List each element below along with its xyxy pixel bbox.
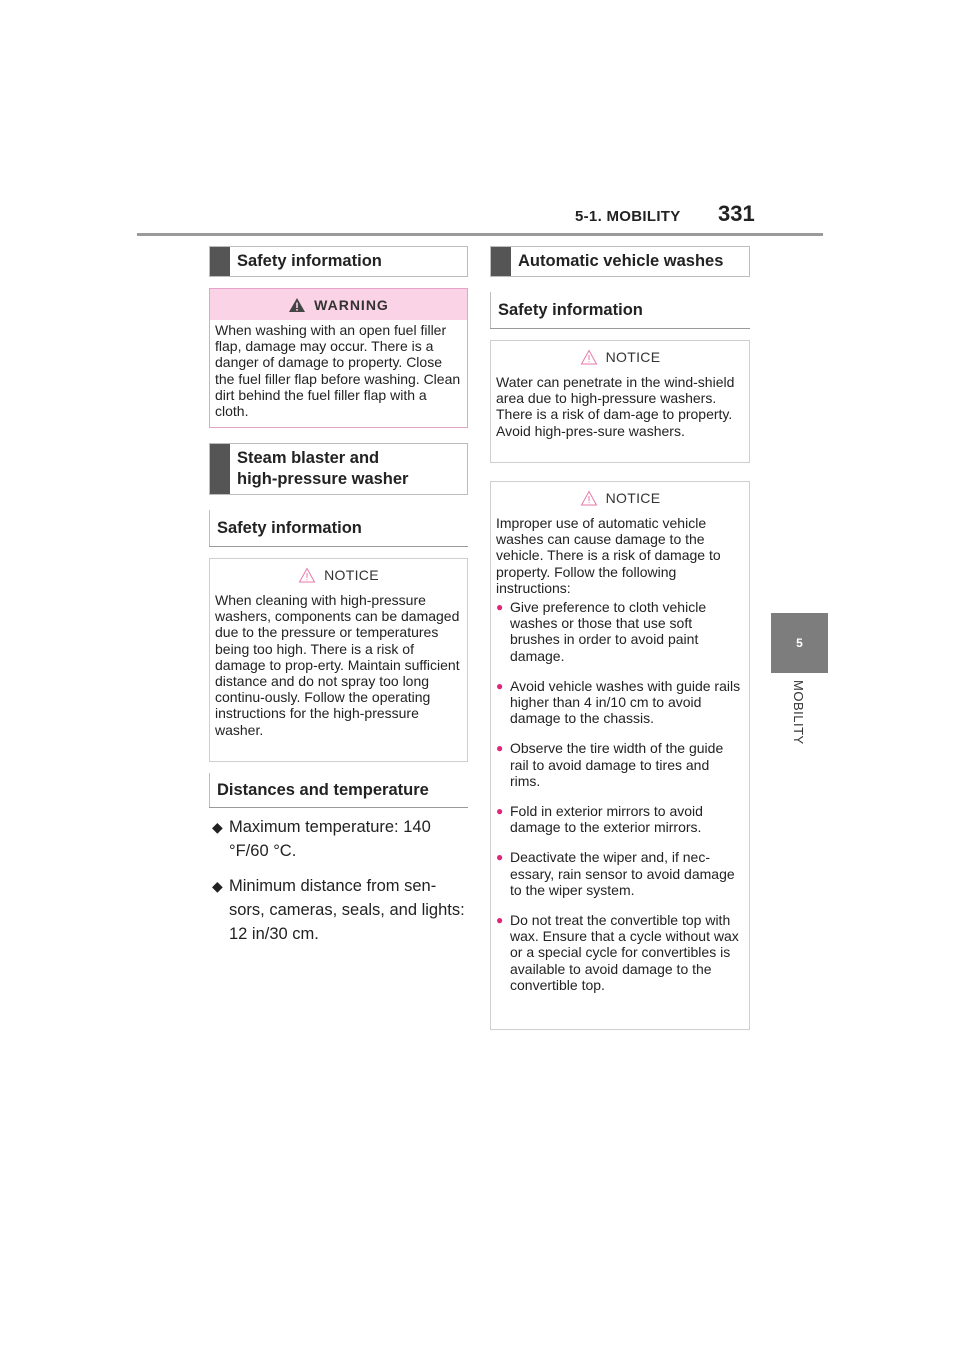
distance-list: Maximum temperature: 140 °F/60 °C. Minim… (212, 815, 468, 957)
subheading-safety-information: Safety information (217, 519, 362, 537)
list-item: Avoid vehicle washes with guide rails hi… (496, 678, 743, 727)
list-item: Do not treat the convertible top with wa… (496, 912, 743, 993)
warning-text: When washing with an open fuel filler fl… (215, 322, 461, 420)
warning-icon (289, 297, 306, 312)
notice-text: When cleaning with high-pressure washers… (215, 592, 460, 738)
instruction-list: Give preference to cloth vehicle washes … (496, 599, 743, 993)
heading-steam-blaster: Steam blaster and high-pressure washer (209, 443, 468, 495)
section-title: 5-1. MOBILITY (575, 208, 681, 225)
caution-icon (580, 348, 597, 364)
notice-box-windshield: NOTICE Water can penetrate in the wind-s… (490, 340, 750, 463)
list-item: Fold in exterior mirrors to avoid damage… (496, 803, 743, 835)
list-item: Give preference to cloth vehicle washes … (496, 599, 743, 664)
page-number: 331 (718, 201, 755, 226)
subheading-distances-temperature: Distances and temperature (217, 781, 429, 799)
chapter-number: 5 (796, 636, 803, 650)
notice-box-automatic-wash: NOTICE Improper use of automatic vehicle… (490, 481, 750, 1030)
notice-label: NOTICE (605, 489, 661, 506)
header-divider (137, 233, 823, 236)
notice-label: NOTICE (324, 566, 379, 583)
caution-icon (298, 566, 316, 582)
list-item: Minimum distance from sen-sors, cameras,… (212, 874, 468, 946)
notice-intro: Improper use of automatic vehicle washes… (496, 515, 721, 596)
heading-automatic-vehicle-washes: Automatic vehicle washes (490, 246, 750, 277)
list-item: Deactivate the wiper and, if nec-essary,… (496, 849, 743, 898)
notice-text: Water can penetrate in the wind-shield a… (496, 374, 735, 439)
notice-box-pressure: NOTICE When cleaning with high-pressure … (209, 558, 468, 762)
subheading-safety-information-right: Safety information (498, 301, 643, 319)
list-item: Observe the tire width of the guide rail… (496, 740, 743, 789)
heading-safety-information: Safety information (209, 246, 468, 277)
notice-label: NOTICE (605, 348, 661, 365)
warning-box: WARNING When washing with an open fuel f… (209, 288, 468, 428)
chapter-tab[interactable]: 5 (771, 613, 828, 673)
list-item: Maximum temperature: 140 °F/60 °C. (212, 815, 468, 863)
caution-icon (580, 489, 597, 505)
warning-label: WARNING (314, 296, 389, 313)
chapter-label: MOBILITY (791, 680, 806, 745)
